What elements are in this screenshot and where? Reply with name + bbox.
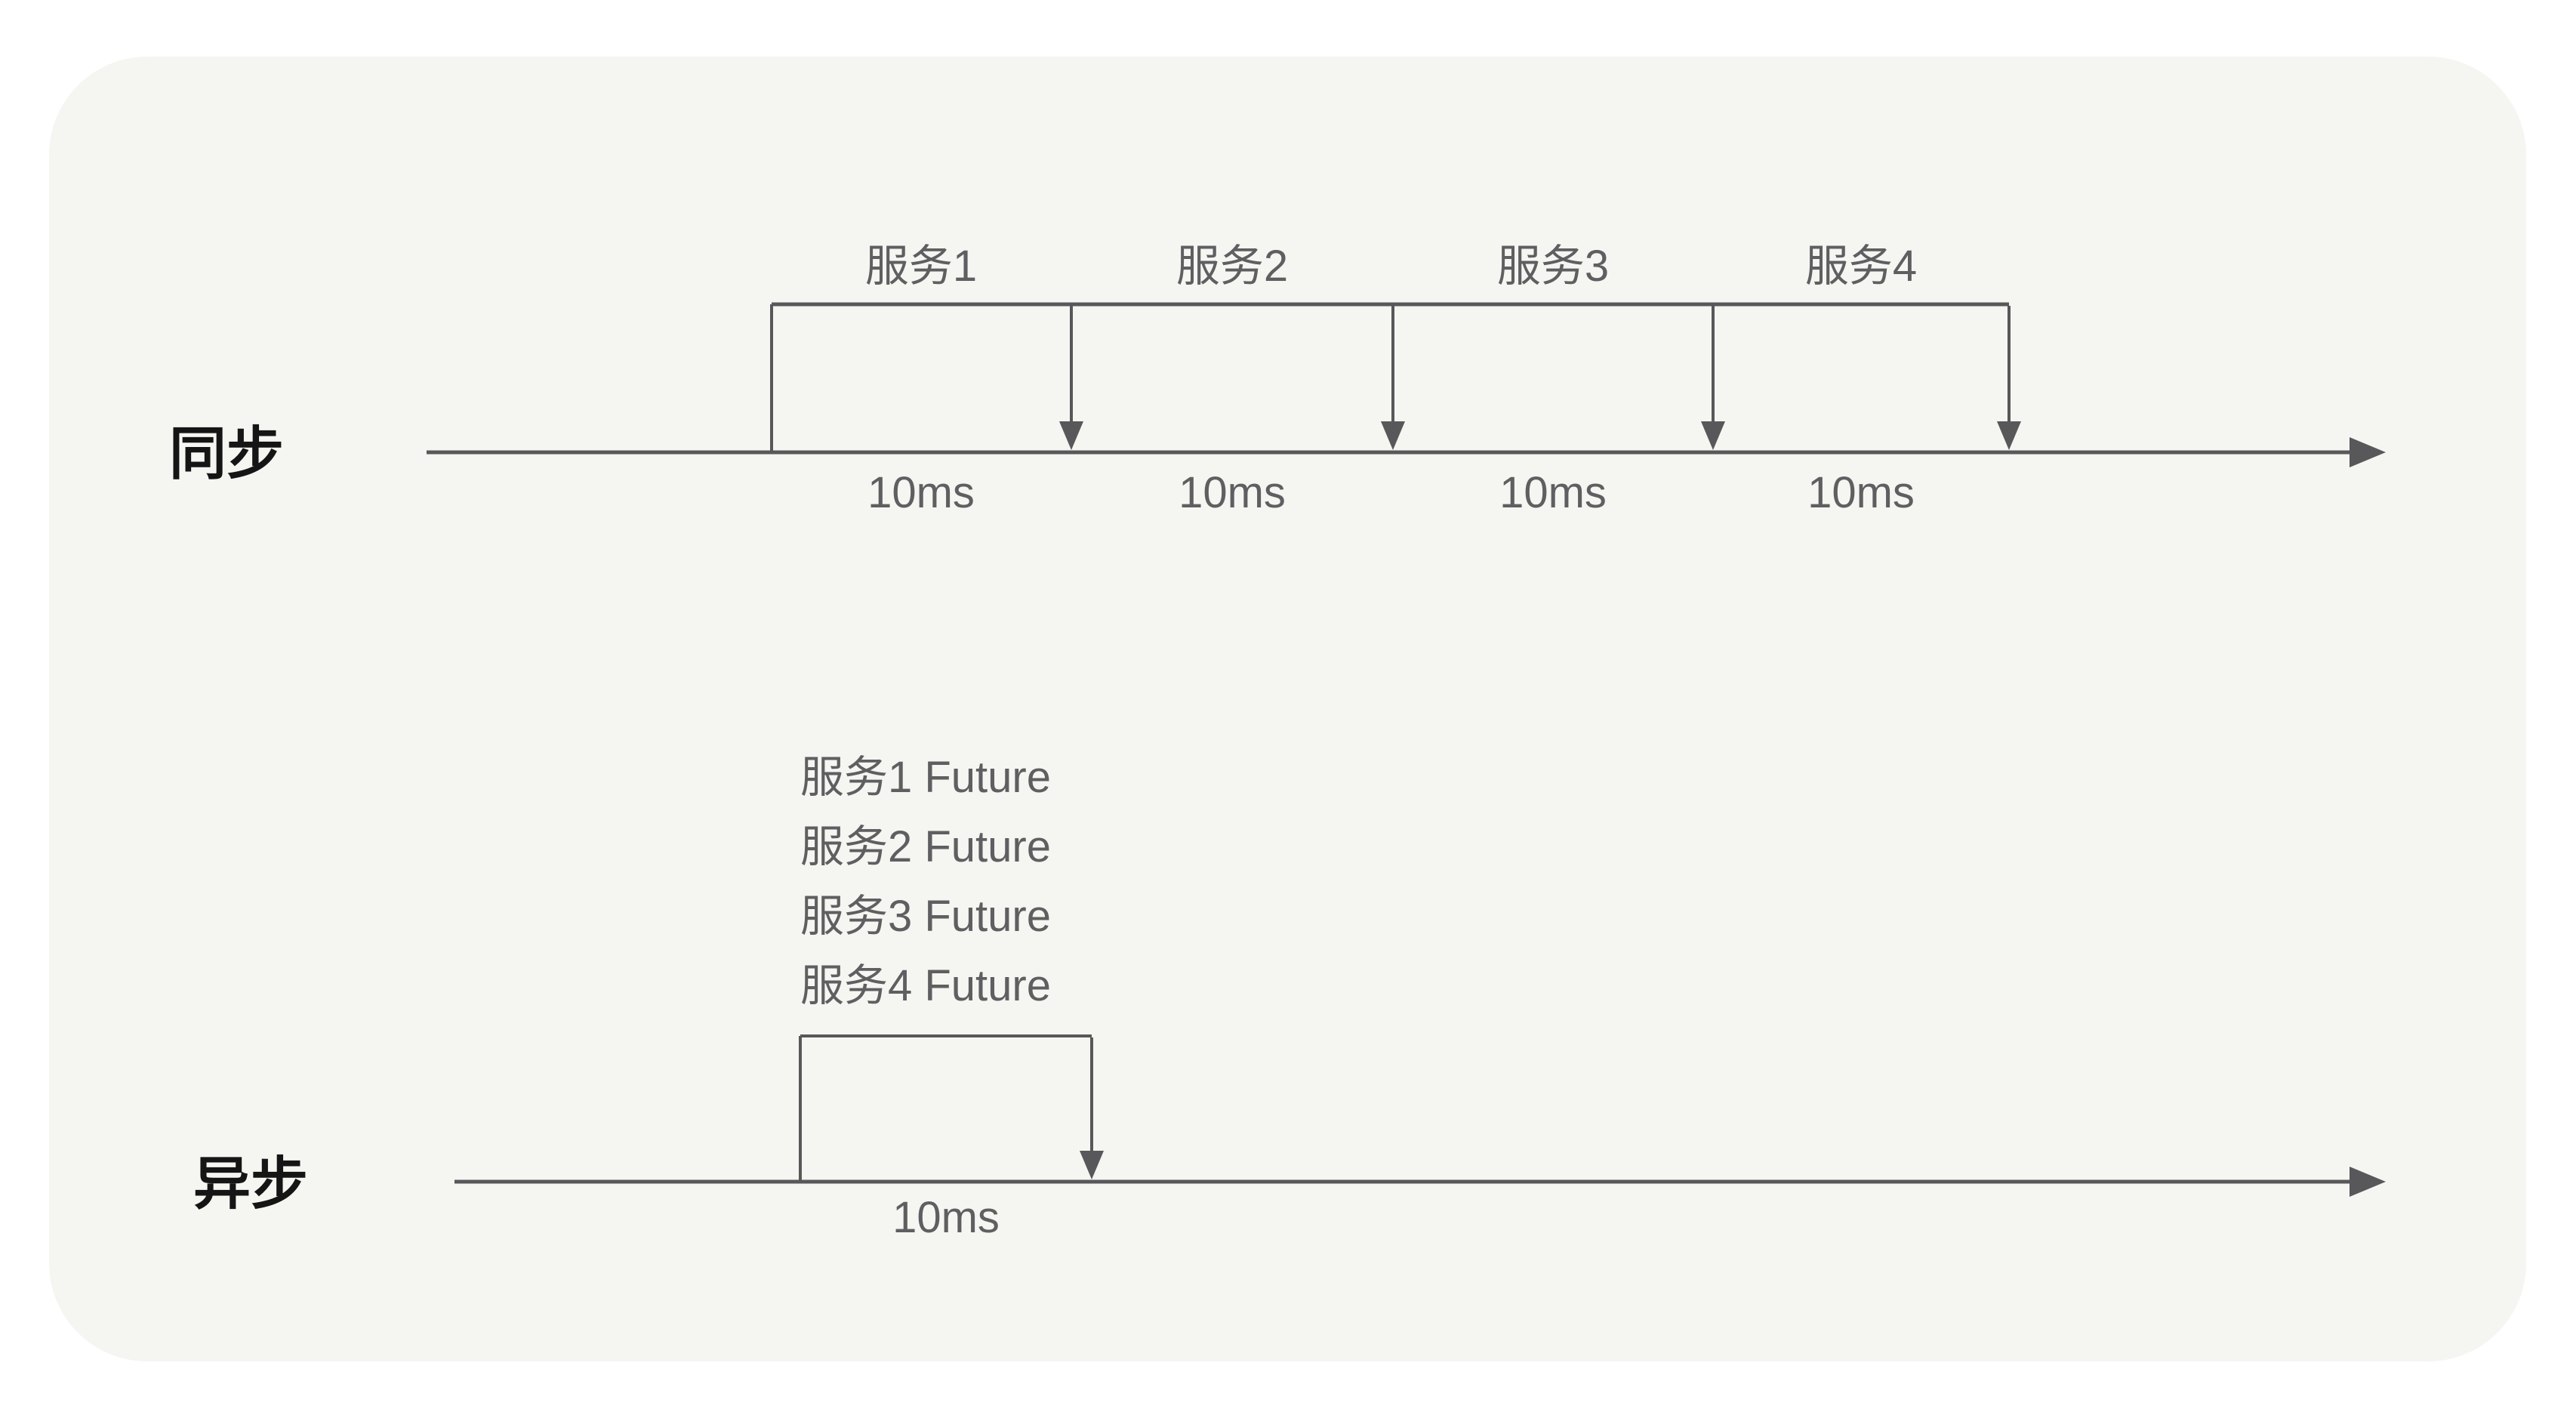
diagram-card: [49, 57, 2526, 1361]
async-duration-label: 10ms: [892, 1193, 1000, 1242]
sync-duration-label: 10ms: [1499, 468, 1607, 517]
down-arrowhead-icon: [1080, 1151, 1104, 1179]
sync-timeline-arrowhead-icon: [2350, 437, 2386, 467]
down-arrowhead-icon: [1701, 421, 1725, 450]
sync-duration-label: 10ms: [1807, 468, 1915, 517]
async-future-label: 服务1 Future: [800, 753, 1051, 802]
sync-service-label: 服务4: [1805, 242, 1917, 291]
sync-arrow-1: [1059, 306, 1083, 450]
sync-row: 同步: [169, 242, 2386, 517]
async-row-label: 异步: [193, 1152, 308, 1216]
sync-arrow-4: [1997, 306, 2021, 450]
sync-arrow-3: [1701, 306, 1725, 450]
down-arrowhead-icon: [1059, 421, 1083, 450]
sync-arrow-2: [1381, 306, 1405, 450]
sync-service-label: 服务1: [865, 242, 977, 291]
sync-service-label: 服务2: [1176, 242, 1288, 291]
down-arrowhead-icon: [1997, 421, 2021, 450]
async-future-label: 服务2 Future: [800, 822, 1051, 871]
sync-duration-label: 10ms: [867, 468, 975, 517]
async-timeline-arrowhead-icon: [2350, 1167, 2386, 1197]
async-future-label: 服务4 Future: [800, 961, 1051, 1010]
async-arrow: [1080, 1037, 1104, 1179]
sync-service-label: 服务3: [1497, 242, 1609, 291]
async-row: 异步 服务1 Future 服务2 Future 服务3 Future 服务4 …: [193, 753, 2386, 1242]
sync-duration-label: 10ms: [1179, 468, 1286, 517]
async-future-label: 服务3 Future: [800, 892, 1051, 941]
down-arrowhead-icon: [1381, 421, 1405, 450]
sync-row-label: 同步: [169, 422, 284, 486]
